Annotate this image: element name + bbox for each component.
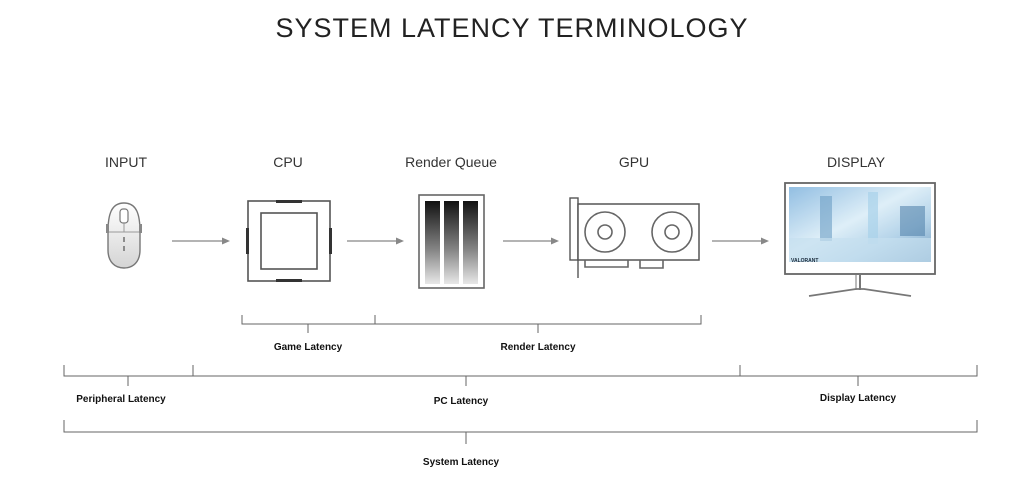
game-logo-text: VALORANT xyxy=(791,258,818,264)
arrow-render-queue-to-gpu xyxy=(503,237,559,245)
pc-latency-bracket xyxy=(192,365,741,386)
gpu-card-icon xyxy=(569,197,700,278)
arrow-cpu-to-render-queue xyxy=(347,237,404,245)
peripheral-latency-label: Peripheral Latency xyxy=(76,394,166,405)
render-queue-icon xyxy=(418,194,485,289)
stage-label-cpu: CPU xyxy=(273,154,303,170)
stage-label-gpu: GPU xyxy=(619,154,649,170)
cpu-chip-icon xyxy=(246,200,332,282)
display-latency-label: Display Latency xyxy=(820,393,897,404)
mouse-icon xyxy=(106,202,142,269)
arrow-input-to-cpu xyxy=(172,237,230,245)
monitor-icon: VALORANT xyxy=(784,182,936,297)
game-latency-bracket xyxy=(241,315,376,333)
stage-label-input: INPUT xyxy=(105,154,147,170)
stage-label-display: DISPLAY xyxy=(827,154,886,170)
game-latency-label: Game Latency xyxy=(274,342,343,353)
render-latency-bracket xyxy=(374,315,702,333)
peripheral-latency-bracket xyxy=(63,365,194,386)
render-latency-label: Render Latency xyxy=(500,342,575,353)
system-latency-label: System Latency xyxy=(423,457,500,468)
system-latency-bracket xyxy=(63,420,978,444)
stage-label-render-queue: Render Queue xyxy=(405,154,497,170)
display-latency-bracket xyxy=(739,365,978,386)
arrow-gpu-to-display xyxy=(712,237,769,245)
pc-latency-label: PC Latency xyxy=(434,396,489,407)
page-title: SYSTEM LATENCY TERMINOLOGY xyxy=(275,13,748,43)
